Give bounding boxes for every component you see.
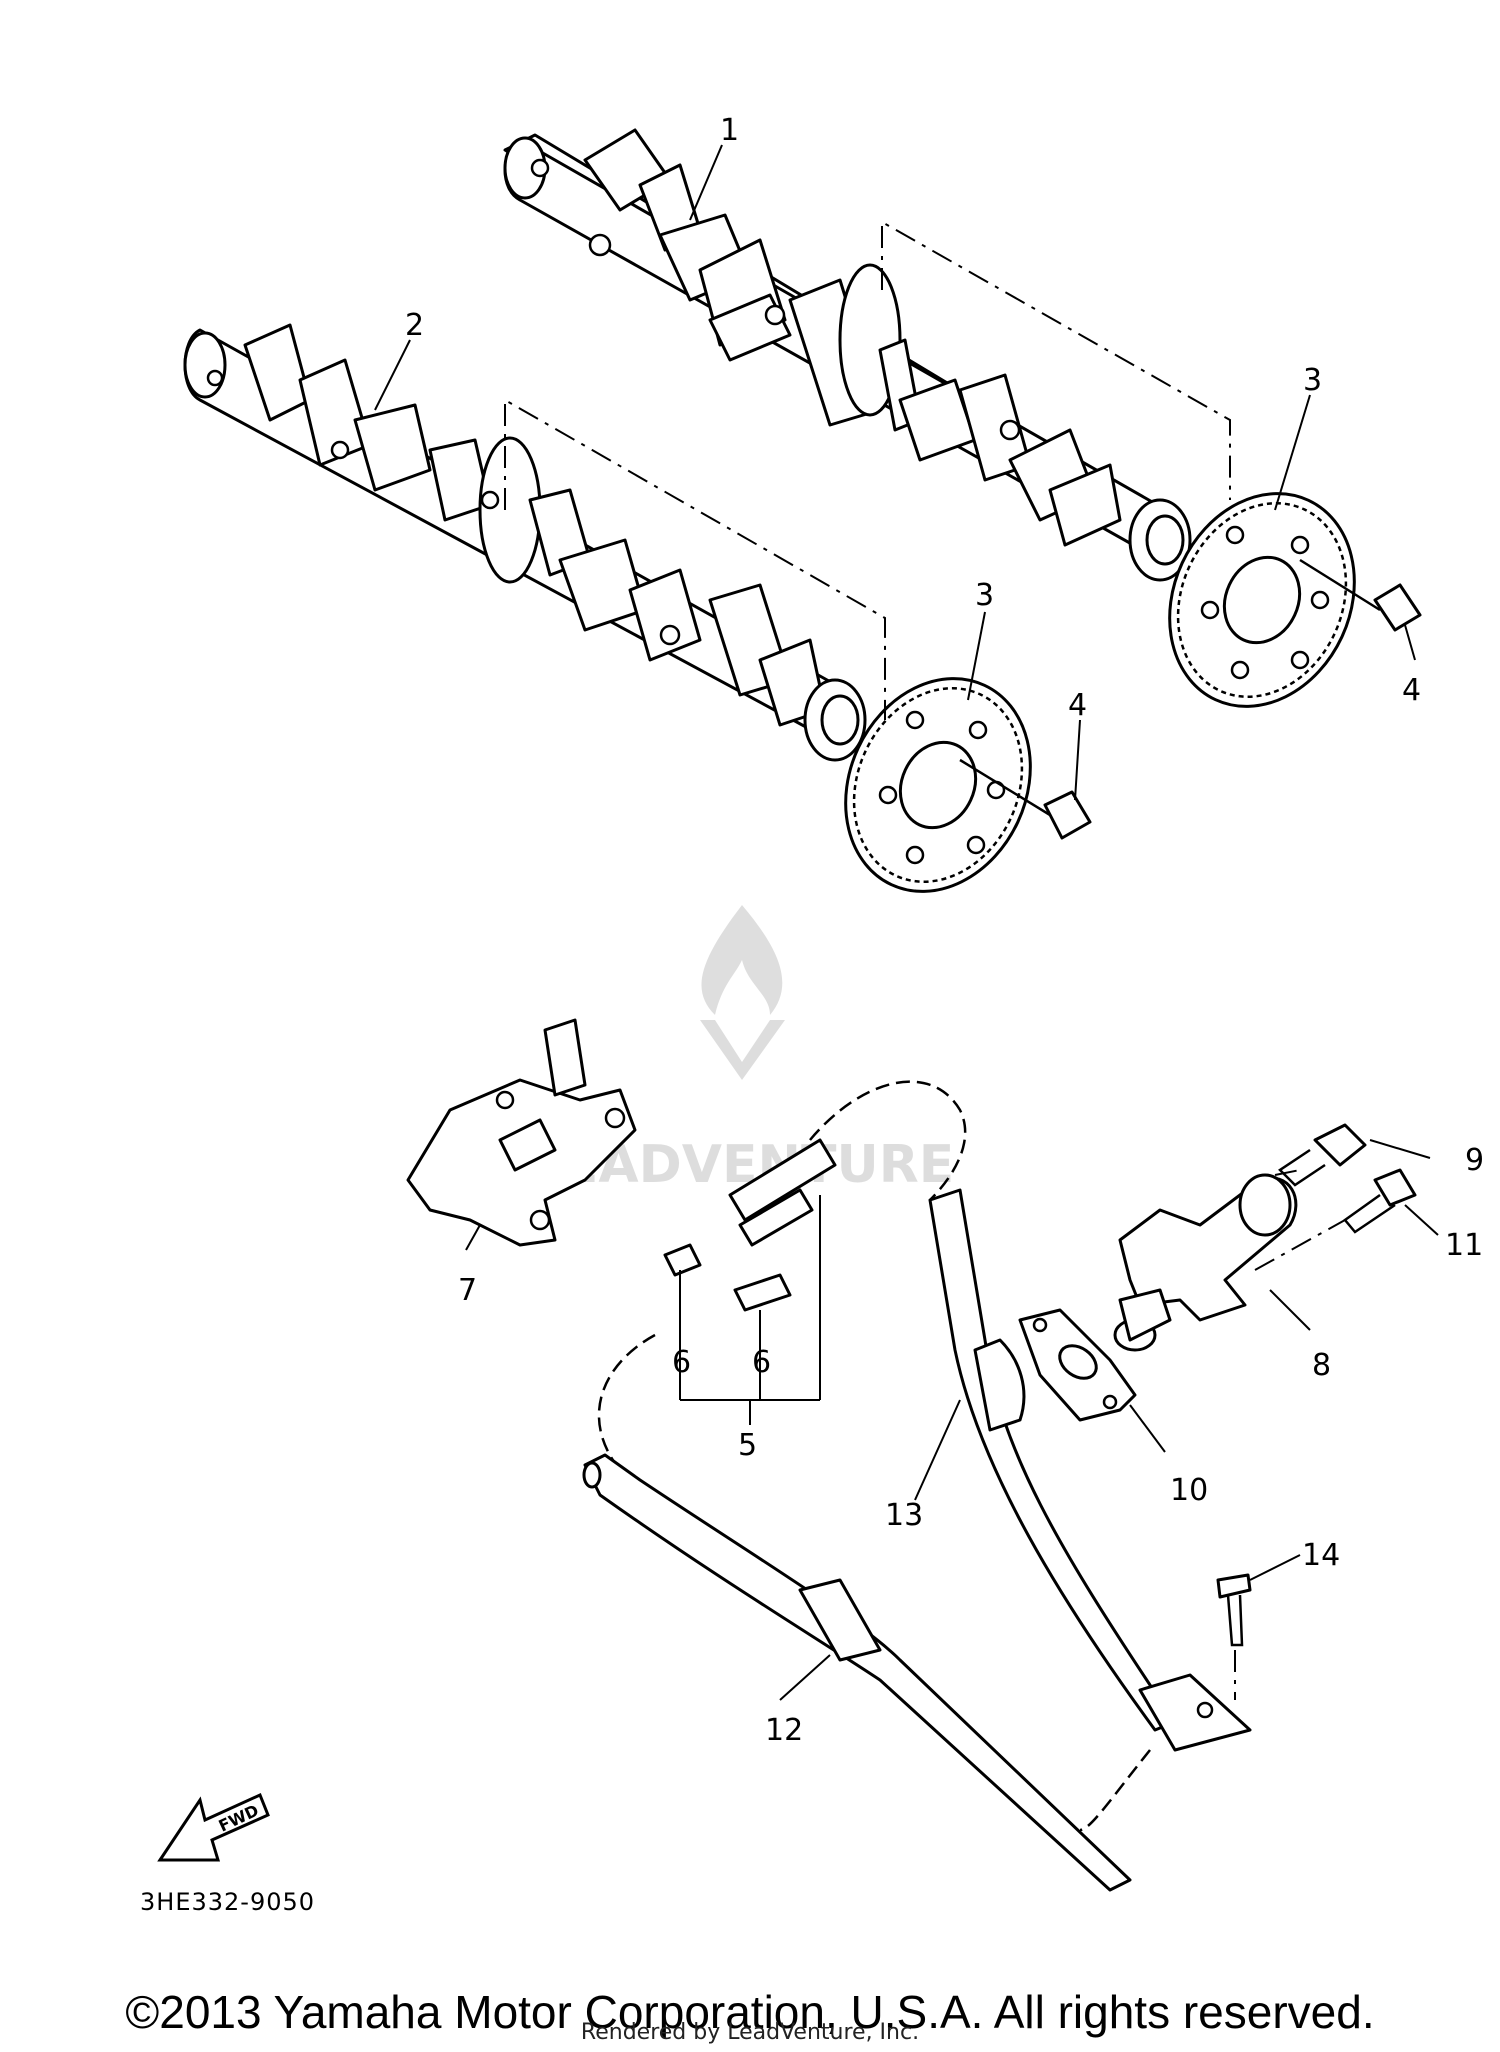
leader-lines xyxy=(374,144,1439,1701)
chain-link-bracket xyxy=(679,1195,821,1425)
diagram-code: 3HE332-9050 xyxy=(140,1888,316,1916)
callout-3-upper: 3 xyxy=(1303,363,1322,398)
callout-13: 13 xyxy=(885,1498,923,1533)
callout-11: 11 xyxy=(1445,1228,1483,1263)
callout-12: 12 xyxy=(765,1713,803,1748)
callout-1: 1 xyxy=(720,113,739,148)
callout-6-left: 6 xyxy=(672,1345,691,1380)
cam-chain-tensioner-8[interactable] xyxy=(1113,1173,1298,1352)
guide-bolt-14[interactable] xyxy=(1216,1573,1252,1700)
chain-guide-12[interactable] xyxy=(582,1453,1132,1892)
callout-7: 7 xyxy=(458,1273,477,1308)
tensioner-gasket-10[interactable] xyxy=(1018,1308,1137,1422)
callout-6-right: 6 xyxy=(752,1345,771,1380)
callout-5: 5 xyxy=(738,1428,757,1463)
copyright-notice: ©2013 Yamaha Motor Corporation, U.S.A. A… xyxy=(125,1986,1375,2038)
callout-14: 14 xyxy=(1302,1538,1340,1573)
chain-guide-7[interactable] xyxy=(406,1018,637,1247)
assembly-lines xyxy=(504,220,1231,720)
cam-sprocket-upper[interactable] xyxy=(1136,463,1388,737)
callout-4-lower: 4 xyxy=(1068,688,1087,723)
sprocket-bolt-lower[interactable] xyxy=(959,758,1092,840)
callouts: 1 2 3 3 4 4 5 6 6 7 8 9 10 11 12 13 14 xyxy=(405,113,1484,1748)
chain-tensioner-guide-13[interactable] xyxy=(928,1188,1252,1752)
sprocket-bolt-upper[interactable] xyxy=(1299,558,1422,632)
forward-arrow: FWD xyxy=(157,1792,270,1862)
callout-8: 8 xyxy=(1312,1348,1331,1383)
tensioner-screw-11[interactable] xyxy=(1343,1168,1417,1234)
rendered-by-notice: Rendered by LeadVenture, Inc. xyxy=(580,2020,920,2045)
camshaft-2[interactable] xyxy=(183,323,867,762)
callout-2: 2 xyxy=(405,308,424,343)
callout-3-lower: 3 xyxy=(975,578,994,613)
tensioner-bolt-9[interactable] xyxy=(1278,1123,1367,1187)
callout-10: 10 xyxy=(1170,1473,1208,1508)
callout-9: 9 xyxy=(1465,1143,1484,1178)
callout-4-upper: 4 xyxy=(1402,673,1421,708)
tensioner-assembly-lines xyxy=(1254,1169,1346,1271)
camshaft-1[interactable] xyxy=(503,128,1192,582)
cam-sprocket-lower[interactable] xyxy=(812,648,1064,922)
cam-chain[interactable] xyxy=(597,1080,1151,1832)
